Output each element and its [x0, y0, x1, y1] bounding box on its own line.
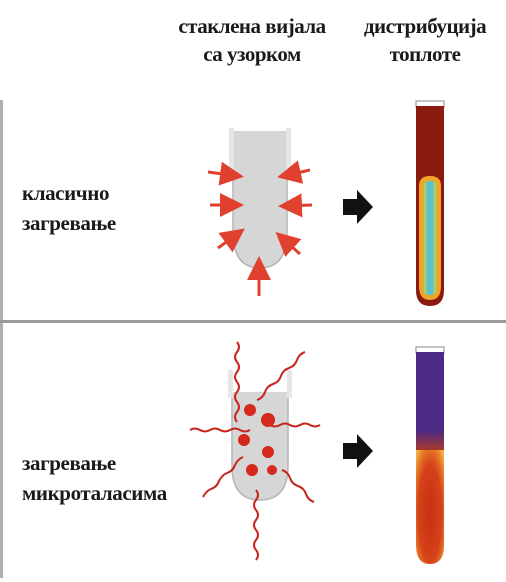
classic-heat-tube	[416, 101, 444, 306]
classic-vial	[229, 128, 291, 268]
microwave-heat-tube	[416, 347, 444, 564]
arrow-right-icon	[343, 190, 373, 224]
arrow-right-icon	[343, 434, 373, 468]
